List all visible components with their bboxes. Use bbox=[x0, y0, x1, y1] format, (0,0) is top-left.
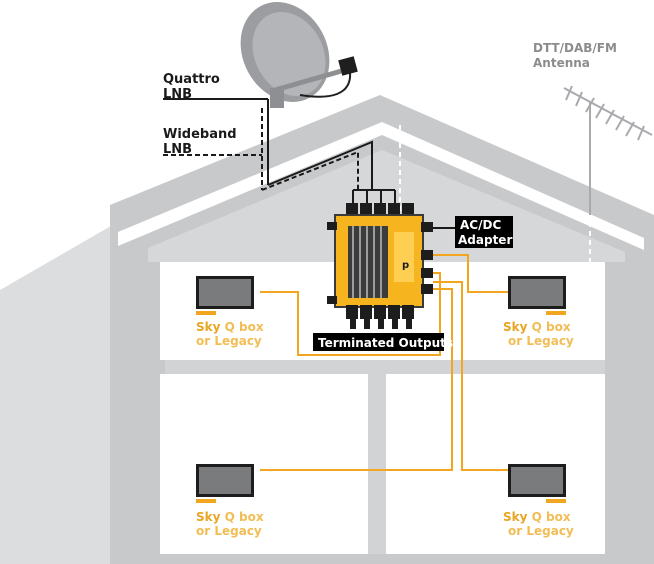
wideband-lnb-label-1: Wideband bbox=[163, 127, 237, 142]
tv-icon-upper-left bbox=[196, 276, 254, 315]
wideband-lnb-label-2: LNB bbox=[163, 142, 192, 157]
center-wall bbox=[368, 374, 386, 554]
tv-icon-lower-left bbox=[196, 464, 254, 503]
adapter-label-2: Adapter bbox=[458, 233, 512, 247]
floor-slab bbox=[165, 360, 605, 374]
output-cables bbox=[260, 254, 508, 471]
tv-caption-lower-right-2: or Legacy bbox=[508, 524, 574, 538]
quattro-lnb-label-1: Quattro bbox=[163, 72, 220, 87]
terminated-outputs-label: Terminated Outputs bbox=[318, 336, 453, 350]
tv-caption-lower-right-1: Sky Q box bbox=[503, 510, 571, 524]
adapter-label-1: AC/DC bbox=[460, 218, 501, 232]
tv-caption-lower-left-1: Sky Q box bbox=[196, 510, 264, 524]
cable-to-switch-dashed bbox=[261, 150, 359, 191]
terminated-outputs-bg bbox=[313, 333, 444, 351]
cable-to-switch-solid bbox=[267, 140, 373, 190]
antenna-label-2: Antenna bbox=[533, 56, 590, 70]
adapter-label-bg bbox=[455, 216, 513, 248]
antenna-icon bbox=[563, 85, 653, 215]
svg-text:p: p bbox=[402, 260, 409, 271]
tv-icon-upper-right bbox=[508, 276, 566, 315]
tv-caption-upper-left-1: Sky Q box bbox=[196, 320, 264, 334]
tv-caption-lower-left-2: or Legacy bbox=[196, 524, 262, 538]
satellite-dish-icon bbox=[240, 2, 358, 108]
tv-caption-upper-left-2: or Legacy bbox=[196, 334, 262, 348]
antenna-label-1: DTT/DAB/FM bbox=[533, 41, 617, 55]
tv-caption-upper-right-1: Sky Q box bbox=[503, 320, 571, 334]
quattro-lnb-label-2: LNB bbox=[163, 87, 192, 102]
multiswitch-icon: p bbox=[327, 203, 433, 329]
tv-icon-lower-right bbox=[508, 464, 566, 503]
tv-caption-upper-right-2: or Legacy bbox=[508, 334, 574, 348]
